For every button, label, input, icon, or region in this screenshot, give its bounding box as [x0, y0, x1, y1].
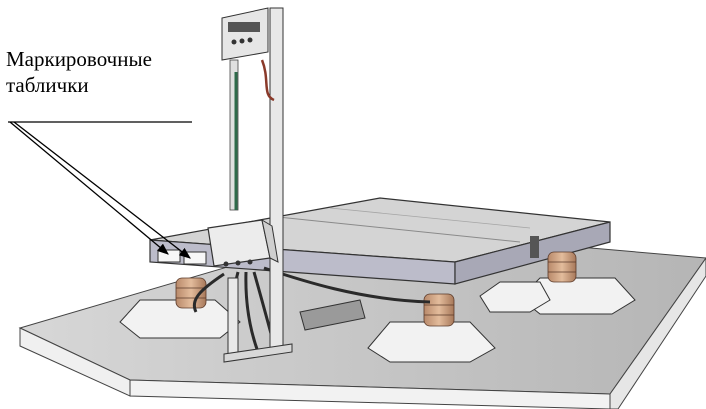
leader-arrow: [9, 121, 169, 255]
indicator-post: [223, 7, 293, 363]
cable-tray: [299, 299, 366, 331]
callout-label: Маркировочные таблички: [6, 46, 206, 98]
indicator-box: [221, 7, 269, 61]
junction-box: [207, 218, 279, 267]
slab-front-long: [129, 379, 611, 409]
callout-leaders: [8, 121, 192, 259]
callout-line-1: Маркировочные: [6, 47, 152, 71]
callout-line-2: таблички: [6, 73, 89, 97]
load-cells: [175, 251, 577, 327]
base-plates: [119, 277, 636, 363]
leader-arrow: [13, 121, 191, 259]
slab-right-edge: [609, 257, 706, 409]
